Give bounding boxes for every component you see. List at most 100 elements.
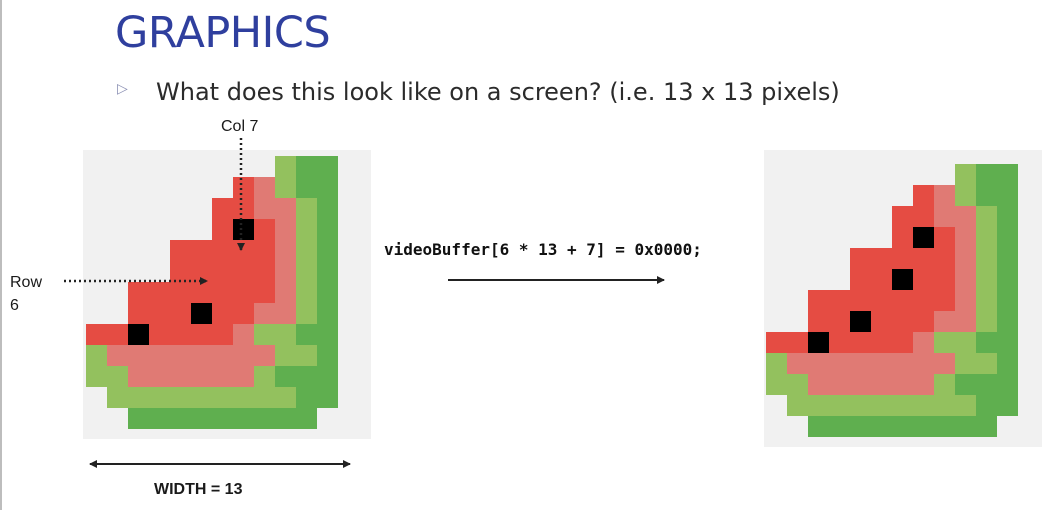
pixel-r9-c2: [128, 345, 149, 366]
pixel-r10-c12: [1018, 374, 1039, 395]
pixel-r7-c1: [107, 303, 128, 324]
pixel-r2-c1: [107, 198, 128, 219]
pixel-r12-c5: [871, 416, 892, 437]
pixel-r2-c9: [275, 198, 296, 219]
pixel-r7-c8: [254, 303, 275, 324]
pixel-r8-c11: [997, 332, 1018, 353]
pixel-r4-c6: [212, 240, 233, 261]
pixel-r1-c11: [997, 185, 1018, 206]
pixel-r8-c4: [170, 324, 191, 345]
pixel-r12-c2: [128, 408, 149, 429]
pixel-r5-c6: [892, 269, 913, 290]
pixel-r12-c4: [850, 416, 871, 437]
pixel-r0-c11: [317, 156, 338, 177]
pixel-r5-c7: [913, 269, 934, 290]
pixel-r10-c5: [191, 366, 212, 387]
pixel-r10-c5: [871, 374, 892, 395]
pixel-r11-c10: [976, 395, 997, 416]
pixel-r2-c12: [338, 198, 359, 219]
pixel-r8-c7: [913, 332, 934, 353]
pixel-r10-c3: [829, 374, 850, 395]
pixel-r6-c3: [829, 290, 850, 311]
pixel-r2-c6: [892, 206, 913, 227]
pixel-r4-c1: [107, 240, 128, 261]
pixel-r10-c3: [149, 366, 170, 387]
pixel-r4-c4: [170, 240, 191, 261]
pixel-r4-c8: [254, 240, 275, 261]
pixel-r3-c10: [296, 219, 317, 240]
pixel-r1-c10: [296, 177, 317, 198]
pixel-r11-c2: [128, 387, 149, 408]
pixel-r10-c10: [296, 366, 317, 387]
pixel-r12-c12: [338, 408, 359, 429]
pixel-r6-c1: [787, 290, 808, 311]
pixel-r1-c7: [913, 185, 934, 206]
pixel-r9-c3: [149, 345, 170, 366]
pixel-r1-c4: [850, 185, 871, 206]
pixel-r7-c11: [997, 311, 1018, 332]
pixel-r5-c3: [829, 269, 850, 290]
pixel-r3-c4: [170, 219, 191, 240]
pixel-r3-c7: [233, 219, 254, 240]
pixel-r2-c5: [871, 206, 892, 227]
pixel-r9-c8: [934, 353, 955, 374]
pixel-r3-c9: [955, 227, 976, 248]
pixel-r11-c4: [170, 387, 191, 408]
pixel-r10-c1: [787, 374, 808, 395]
pixel-r4-c9: [275, 240, 296, 261]
pixel-r0-c8: [934, 164, 955, 185]
pixel-r6-c8: [254, 282, 275, 303]
pixel-r8-c8: [254, 324, 275, 345]
pixel-r9-c3: [829, 353, 850, 374]
pixel-r1-c1: [787, 185, 808, 206]
watermelon-sprite-modified: [764, 150, 1042, 447]
pixel-r10-c2: [808, 374, 829, 395]
pixel-r2-c10: [976, 206, 997, 227]
pixel-r6-c5: [871, 290, 892, 311]
pixel-r7-c0: [86, 303, 107, 324]
pixel-r11-c4: [850, 395, 871, 416]
pixel-r12-c0: [766, 416, 787, 437]
pixel-r1-c10: [976, 185, 997, 206]
pixel-r2-c2: [128, 198, 149, 219]
pixel-r9-c0: [766, 353, 787, 374]
pixel-r8-c11: [317, 324, 338, 345]
pixel-r8-c3: [829, 332, 850, 353]
pixel-r10-c4: [170, 366, 191, 387]
pixel-r7-c11: [317, 303, 338, 324]
pixel-r5-c12: [338, 261, 359, 282]
pixel-r4-c0: [766, 248, 787, 269]
pixel-r5-c11: [317, 261, 338, 282]
pixel-r12-c3: [149, 408, 170, 429]
pixel-r10-c0: [86, 366, 107, 387]
pixel-r1-c5: [871, 185, 892, 206]
pixel-r8-c2: [128, 324, 149, 345]
pixel-r7-c5: [871, 311, 892, 332]
pixel-r10-c2: [128, 366, 149, 387]
pixel-r0-c5: [191, 156, 212, 177]
pixel-r12-c6: [892, 416, 913, 437]
pixel-r4-c11: [997, 248, 1018, 269]
pixel-r2-c6: [212, 198, 233, 219]
pixel-r9-c11: [997, 353, 1018, 374]
pixel-r6-c5: [191, 282, 212, 303]
pixel-r3-c8: [934, 227, 955, 248]
pixel-r6-c10: [296, 282, 317, 303]
pixel-r5-c2: [128, 261, 149, 282]
pixel-r10-c0: [766, 374, 787, 395]
pixel-r0-c0: [86, 156, 107, 177]
pixel-r11-c1: [787, 395, 808, 416]
pixel-r9-c12: [338, 345, 359, 366]
pixel-r8-c2: [808, 332, 829, 353]
pixel-r6-c3: [149, 282, 170, 303]
pixel-r5-c3: [149, 261, 170, 282]
pixel-r0-c6: [892, 164, 913, 185]
pixel-r2-c1: [787, 206, 808, 227]
pixel-r11-c9: [275, 387, 296, 408]
pixel-r8-c9: [275, 324, 296, 345]
pixel-r6-c7: [913, 290, 934, 311]
pixel-r7-c7: [233, 303, 254, 324]
watermelon-sprite-original: [83, 150, 371, 439]
pixel-r11-c6: [892, 395, 913, 416]
